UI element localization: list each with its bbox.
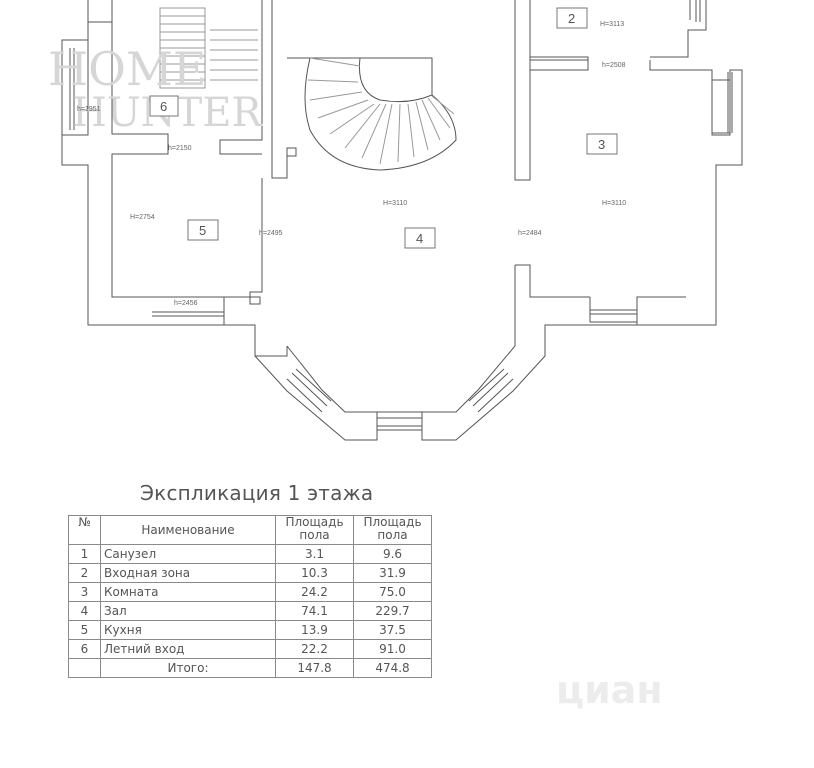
header-area-2: Площадь пола <box>353 515 432 545</box>
height-door-6: h=2150 <box>168 145 192 152</box>
row-area-1: 13.9 <box>275 620 354 640</box>
room-5-label: 5 <box>199 223 206 238</box>
row-area-1: 10.3 <box>275 563 354 583</box>
spiral-stair-inner <box>358 57 433 103</box>
watermark-home: HOME <box>48 42 207 96</box>
row-name: Комната <box>100 582 276 602</box>
row-name: Зал <box>100 601 276 621</box>
header-name: Наименование <box>100 515 276 545</box>
table-header-row: № Наименование Площадь пола Площадь пола <box>68 515 432 545</box>
row-area-1: 24.2 <box>275 582 354 602</box>
explication-table: № Наименование Площадь пола Площадь пола… <box>68 515 432 678</box>
row-num: 6 <box>68 639 101 659</box>
row-num: 1 <box>68 544 101 564</box>
header-num: № <box>68 515 101 545</box>
spiral-stair-treads <box>307 57 455 165</box>
row-num: 4 <box>68 601 101 621</box>
height-room-5: H=2754 <box>130 214 155 221</box>
table-total-row: Итого: 147.8 474.8 <box>68 658 432 678</box>
row-area-2: 31.9 <box>353 563 432 583</box>
row-area-1: 74.1 <box>275 601 354 621</box>
wall-bay <box>254 322 638 441</box>
row-name: Входная зона <box>100 563 276 583</box>
height-window-5: h=2456 <box>174 300 198 307</box>
row-num: 5 <box>68 620 101 640</box>
room-3-label: 3 <box>598 137 605 152</box>
wall-center-left-lower <box>223 178 288 357</box>
wall-bay-inner <box>286 265 516 413</box>
height-room-3: H=3110 <box>602 200 626 207</box>
wall-stair-room-6 <box>219 0 263 155</box>
total-area-2: 474.8 <box>353 658 432 678</box>
total-area-1: 147.8 <box>275 658 354 678</box>
row-area-2: 37.5 <box>353 620 432 640</box>
row-area-2: 229.7 <box>353 601 432 621</box>
window-kitchen <box>152 296 224 326</box>
window-bay-center <box>377 417 422 431</box>
row-name: Санузел <box>100 544 276 564</box>
header-area-1: Площадь пола <box>275 515 354 545</box>
height-room-4: H=3110 <box>383 200 407 207</box>
wall-room-3 <box>530 59 743 326</box>
height-door-5-4: h=2495 <box>259 230 283 237</box>
table-row: 3 Комната 24.2 75.0 <box>68 582 432 602</box>
room-6-label: 6 <box>160 99 167 114</box>
window-bay-left <box>286 368 332 413</box>
table-row: 1 Санузел 3.1 9.6 <box>68 544 432 564</box>
total-label: Итого: <box>100 658 276 678</box>
wall-left-outer <box>61 40 152 326</box>
straight-stair <box>159 7 258 89</box>
height-room-2: H=3113 <box>600 21 624 28</box>
height-room-6-window: h=1951 <box>77 106 101 113</box>
row-area-2: 91.0 <box>353 639 432 659</box>
window-room-3-right <box>712 72 733 134</box>
height-door-4-3: h=2484 <box>518 230 542 237</box>
wall-center-right <box>514 0 590 298</box>
row-area-1: 3.1 <box>275 544 354 564</box>
window-room-6-left <box>69 48 75 130</box>
wall-room-2 <box>529 0 707 60</box>
row-name: Летний вход <box>100 639 276 659</box>
room-2-label: 2 <box>568 11 575 26</box>
table-row: 6 Летний вход 22.2 91.0 <box>68 639 432 659</box>
wall-center-left <box>271 0 297 179</box>
row-area-2: 9.6 <box>353 544 432 564</box>
table-row: 5 Кухня 13.9 37.5 <box>68 620 432 640</box>
row-area-2: 75.0 <box>353 582 432 602</box>
explication-title: Экспликация 1 этажа <box>140 481 374 505</box>
room-4-label: 4 <box>416 231 423 246</box>
row-num: 2 <box>68 563 101 583</box>
window-bay-right <box>468 368 514 413</box>
watermark-cian: циан <box>556 668 663 712</box>
row-area-1: 22.2 <box>275 639 354 659</box>
wall-left-inner <box>111 0 169 298</box>
window-room-2-top <box>695 0 701 22</box>
row-num: 3 <box>68 582 101 602</box>
spiral-stair-outer <box>287 57 457 171</box>
table-row: 2 Входная зона 10.3 31.9 <box>68 563 432 583</box>
table-row: 4 Зал 74.1 229.7 <box>68 601 432 621</box>
height-door-2: h=2508 <box>602 62 626 69</box>
window-room-3-bottom <box>589 297 637 323</box>
row-name: Кухня <box>100 620 276 640</box>
total-num <box>68 658 101 678</box>
floor-plan: HOME HUNTER 2 3 4 5 6 H=3113 h=2508 h=19… <box>48 0 743 441</box>
